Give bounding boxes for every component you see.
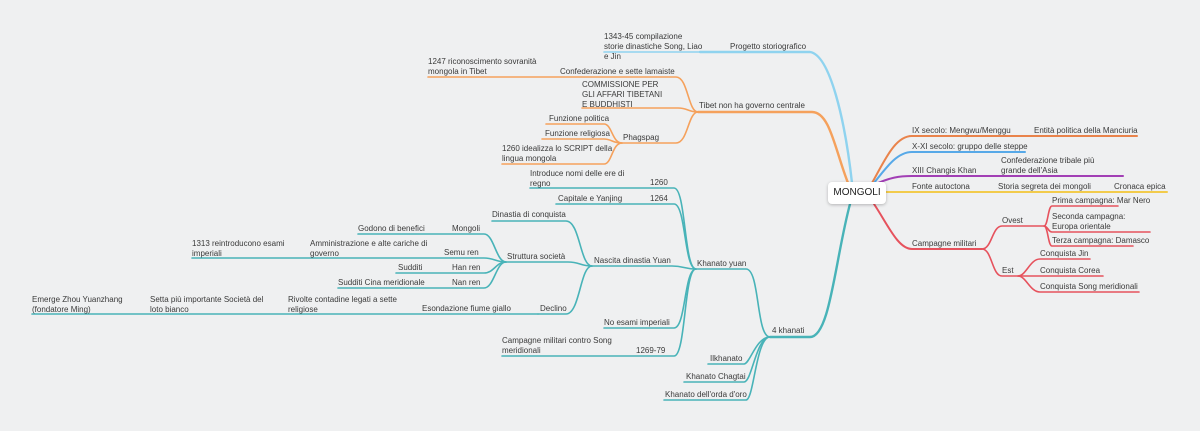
- node-nan-ren[interactable]: Nan ren: [452, 278, 481, 287]
- node-confederazione-tribale[interactable]: Confederazione tribale più grande dell'A…: [1001, 156, 1095, 175]
- node-1260[interactable]: 1260: [650, 178, 668, 187]
- node-fonte-autoctona[interactable]: Fonte autoctona: [912, 182, 970, 191]
- node-khanato-orda[interactable]: Khanato dell'orda d'oro: [665, 390, 747, 399]
- node-est[interactable]: Est: [1002, 266, 1014, 275]
- node-commissione[interactable]: COMMISSIONE PER GLI AFFARI TIBETANI E BU…: [582, 80, 663, 109]
- link-root-progetto: [698, 50, 854, 185]
- node-terza-campagna[interactable]: Terza campagna: Damasco: [1052, 236, 1150, 245]
- note-campagne-song[interactable]: Campagne militari contro Song meridional…: [502, 336, 612, 355]
- node-capitale-yanjing[interactable]: Capitale e Yanjing: [558, 194, 623, 203]
- node-zhou-yuanzhang[interactable]: Emerge Zhou Yuanzhang (fondatore Ming): [32, 295, 123, 314]
- node-funzione-politica[interactable]: Funzione politica: [549, 114, 610, 123]
- node-ilkhanato[interactable]: Ilkhanato: [710, 354, 743, 363]
- node-sudditi-cina[interactable]: Sudditi Cina meridionale: [338, 278, 425, 287]
- node-confederazione[interactable]: Confederazione e sette lamaiste: [560, 67, 675, 76]
- node-seconda-campagna[interactable]: Seconda campagna: Europa orientale: [1052, 212, 1126, 231]
- node-no-esami[interactable]: No esami imperiali: [604, 318, 670, 327]
- note-riconoscimento[interactable]: 1247 riconoscimento sovranità mongola in…: [428, 57, 537, 76]
- link-root-xiii: [877, 175, 1124, 184]
- node-semu-ren[interactable]: Semu ren: [444, 248, 479, 257]
- node-esami-1313[interactable]: 1313 reintroducono esami imperiali: [192, 239, 285, 258]
- node-dinastia-conquista[interactable]: Dinastia di conquista: [492, 210, 566, 219]
- node-conquista-song[interactable]: Conquista Song meridionali: [1040, 282, 1138, 291]
- node-esondazione[interactable]: Esondazione fiume giallo: [422, 304, 511, 313]
- node-conquista-jin[interactable]: Conquista Jin: [1040, 249, 1089, 258]
- node-prima-campagna[interactable]: Prima campagna: Mar Nero: [1052, 196, 1151, 205]
- note-compilazione-storie[interactable]: 1343-45 compilazione storie dinastiche S…: [604, 32, 703, 61]
- node-storia-segreta[interactable]: Storia segreta dei mongoli: [998, 182, 1091, 191]
- node-setta-loto-bianco[interactable]: Setta più importante Società del loto bi…: [150, 295, 264, 314]
- node-ovest[interactable]: Ovest: [1002, 216, 1023, 225]
- node-xiii-changis[interactable]: XIII Changis Khan: [912, 166, 977, 175]
- node-x-xi-secolo[interactable]: X-XI secolo: gruppo delle steppe: [912, 142, 1028, 151]
- node-cronaca-epica[interactable]: Cronaca epica: [1114, 182, 1166, 191]
- node-funzione-religiosa[interactable]: Funzione religiosa: [545, 129, 610, 138]
- node-sudditi[interactable]: Sudditi: [398, 263, 423, 272]
- node-script[interactable]: 1260 idealizza lo SCRIPT della lingua mo…: [502, 144, 613, 163]
- node-mongoli[interactable]: Mongoli: [452, 224, 481, 233]
- node-conquista-corea[interactable]: Conquista Corea: [1040, 266, 1101, 275]
- node-1269-79[interactable]: 1269-79: [636, 346, 666, 355]
- node-declino[interactable]: Declino: [540, 304, 567, 313]
- note-ere-regno[interactable]: Introduce nomi delle ere di regno: [530, 169, 625, 188]
- node-1264[interactable]: 1264: [650, 194, 668, 203]
- node-amministrazione[interactable]: Amministrazione e alte cariche di govern…: [310, 239, 428, 258]
- link-root-xxi: [873, 151, 1026, 184]
- link-root-tibet: [696, 110, 850, 185]
- node-nascita-dinastia[interactable]: Nascita dinastia Yuan: [594, 256, 671, 265]
- node-godono-benefici[interactable]: Godono di benefici: [358, 224, 425, 233]
- node-ix-secolo[interactable]: IX secolo: Mengwu/Menggu: [912, 126, 1011, 135]
- node-phagspag[interactable]: Phagspag: [623, 133, 660, 142]
- node-struttura-societa[interactable]: Struttura società: [507, 252, 566, 261]
- node-progetto-storiografico[interactable]: Progetto storiografico: [730, 42, 807, 51]
- link-root-campagne: [873, 203, 983, 250]
- node-4-khanati[interactable]: 4 khanati: [772, 326, 805, 335]
- link-root-4khanati: [768, 202, 852, 339]
- root-node[interactable]: MONGOLI: [828, 182, 886, 204]
- node-han-ren[interactable]: Han ren: [452, 263, 481, 272]
- node-khanato-yuan[interactable]: Khanato yuan: [697, 259, 747, 268]
- link-root-ix: [871, 135, 1138, 184]
- node-campagne-militari[interactable]: Campagne militari: [912, 239, 977, 248]
- node-tibet[interactable]: Tibet non ha governo centrale: [699, 101, 805, 110]
- node-khanato-chagtai[interactable]: Khanato Chagtai: [686, 372, 746, 381]
- node-entita-politica[interactable]: Entità politica della Manciuria: [1034, 126, 1138, 135]
- node-rivolte-contadine[interactable]: Rivolte contadine legati a sette religio…: [288, 295, 397, 314]
